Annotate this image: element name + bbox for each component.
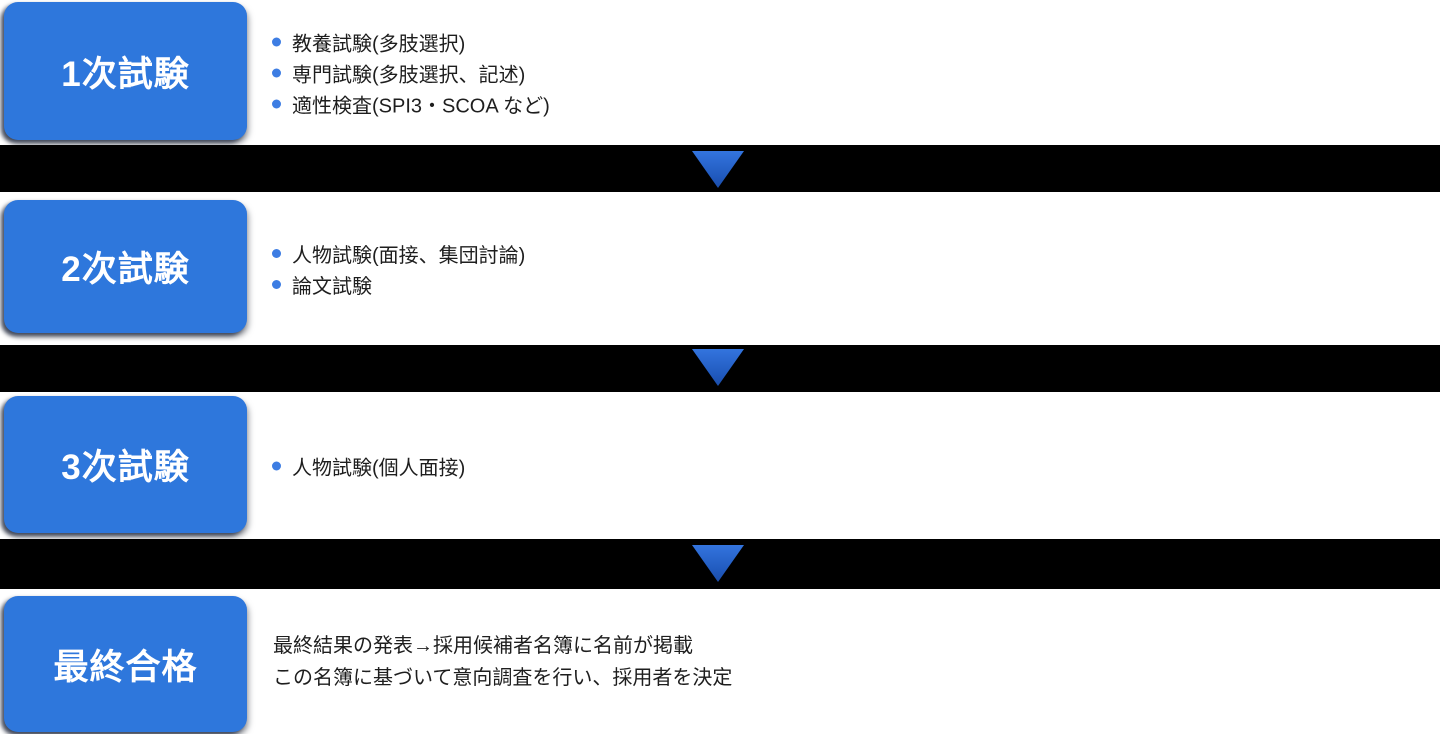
final-result-line-1: 最終結果の発表→採用候補者名簿に名前が掲載 [273,634,693,657]
stage-label-2-text: 2次試験 [61,250,190,289]
bullet-dot-icon [272,99,281,108]
down-arrow-icon [692,545,744,582]
detail-item-text: 教養試験(多肢選択) [292,33,466,55]
stage-4-details: 最終結果の発表→採用候補者名簿に名前が掲載 この名簿に基づいて意向調査を行い、採… [273,630,732,694]
stage-label-1-text: 1次試験 [61,54,190,94]
final-result-line-2: この名簿に基づいて意向調査を行い、採用者を決定 [273,666,733,689]
stage-label-1: 1次試験 [4,2,247,140]
detail-item: 人物試験(面接、集団討論) [272,238,525,269]
stage-1-bullet-list: 教養試験(多肢選択) 専門試験(多肢選択、記述) 適性検査(SPI3・SCOA … [272,26,550,119]
detail-item: 専門試験(多肢選択、記述) [272,57,550,88]
bullet-dot-icon [272,461,281,470]
bullet-dot-icon [272,37,281,46]
stage-label-2: 2次試験 [4,200,247,333]
detail-item-text: 人物試験(面接、集団討論) [292,244,526,267]
detail-item-text: 適性検査(SPI3・SCOA など) [292,95,550,117]
separator-band-3 [0,539,1440,589]
detail-item: 適性検査(SPI3・SCOA など) [272,88,550,119]
bullet-dot-icon [272,248,281,258]
detail-item-text: 人物試験(個人面接) [292,457,466,479]
flow-row-stage-1: 1次試験 教養試験(多肢選択) 専門試験(多肢選択、記述) 適性検査(SPI3・… [0,0,1440,145]
stage-3-details: 人物試験(個人面接) [272,450,465,481]
stage-label-3-text: 3次試験 [61,448,190,487]
separator-band-1 [0,145,1440,192]
flow-row-stage-4: 最終合格 最終結果の発表→採用候補者名簿に名前が掲載 この名簿に基づいて意向調査… [0,589,1440,734]
detail-item-text: 論文試験 [292,275,372,298]
stage-label-4: 最終合格 [4,596,247,732]
stage-label-3: 3次試験 [4,396,247,533]
bullet-dot-icon [272,279,281,289]
flow-row-stage-2: 2次試験 人物試験(面接、集団討論) 論文試験 [0,192,1440,345]
stage-2-bullet-list: 人物試験(面接、集団討論) 論文試験 [272,238,525,300]
flow-row-stage-3: 3次試験 人物試験(個人面接) [0,392,1440,539]
down-arrow-icon [692,349,744,386]
stage-3-bullet-list: 人物試験(個人面接) [272,450,465,481]
stage-1-details: 教養試験(多肢選択) 専門試験(多肢選択、記述) 適性検査(SPI3・SCOA … [272,26,550,119]
stage-2-details: 人物試験(面接、集団討論) 論文試験 [272,238,525,300]
detail-item: 教養試験(多肢選択) [272,26,550,57]
detail-item-text: 専門試験(多肢選択、記述) [292,64,526,86]
bullet-dot-icon [272,68,281,77]
separator-band-2 [0,345,1440,392]
down-arrow-icon [692,151,744,188]
detail-item: 論文試験 [272,269,525,300]
detail-item: 人物試験(個人面接) [272,450,465,481]
stage-label-4-text: 最終合格 [53,647,198,687]
